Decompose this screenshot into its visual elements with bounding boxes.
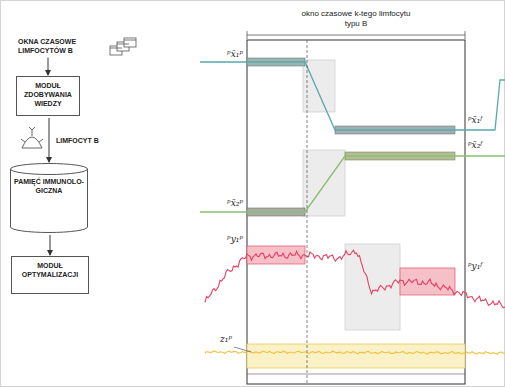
node-text: PAMIĘĆ IMMUNOLO- GICZNA [14, 178, 84, 196]
signal-label: ᵖx̄₂ᵖ [227, 198, 243, 209]
cylinder-path [11, 164, 88, 233]
windows-icon [110, 38, 136, 55]
cylinder-outline [10, 163, 88, 233]
lymphocyte-icon [21, 127, 43, 148]
signal-x1 [200, 62, 505, 130]
process-box: MODUŁ OPTYMALIZACJI [11, 256, 89, 294]
signal-label: ᵖy₁ᵖ [227, 234, 243, 245]
frame-rule [247, 374, 465, 375]
signal-y1 [205, 250, 505, 307]
signal-label: ᵖx̄₂ᶠ [468, 140, 482, 151]
dimension-line [247, 31, 465, 39]
flow-arrow [48, 58, 49, 76]
flow-arrow [49, 118, 50, 162]
flow-arrow [50, 235, 51, 255]
signal-label: ᵖx̄₁ᶠ [468, 115, 482, 126]
signal-x2 [200, 156, 505, 212]
node-text: MODUŁ ZDOBYWANIA WIEDZY [21, 82, 75, 108]
node-text: MODUŁ OPTYMALIZACJI [16, 262, 84, 280]
window-title: okno czasowe k-tego limfocytu typu B [300, 9, 412, 28]
signal-label: ᵖx̄₁ᵖ [227, 49, 243, 60]
input-heading: OKNA CZASOWE LIMFOCYTÓW B [18, 38, 103, 56]
signal-label: z₁ᵖ [220, 334, 232, 345]
process-box: MODUŁ ZDOBYWANIA WIEDZY [16, 76, 80, 116]
z-band [247, 344, 465, 368]
edge-label: LIMFOCYT B [55, 137, 100, 144]
memory-cylinder: PAMIĘĆ IMMUNOLO- GICZNA [10, 163, 88, 233]
leader-line [234, 347, 251, 352]
signal-label: ᵖy₁ᶠ [468, 261, 482, 272]
node-text: OKNA CZASOWE LIMFOCYTÓW B [18, 38, 103, 56]
dashed-marker [307, 40, 308, 384]
